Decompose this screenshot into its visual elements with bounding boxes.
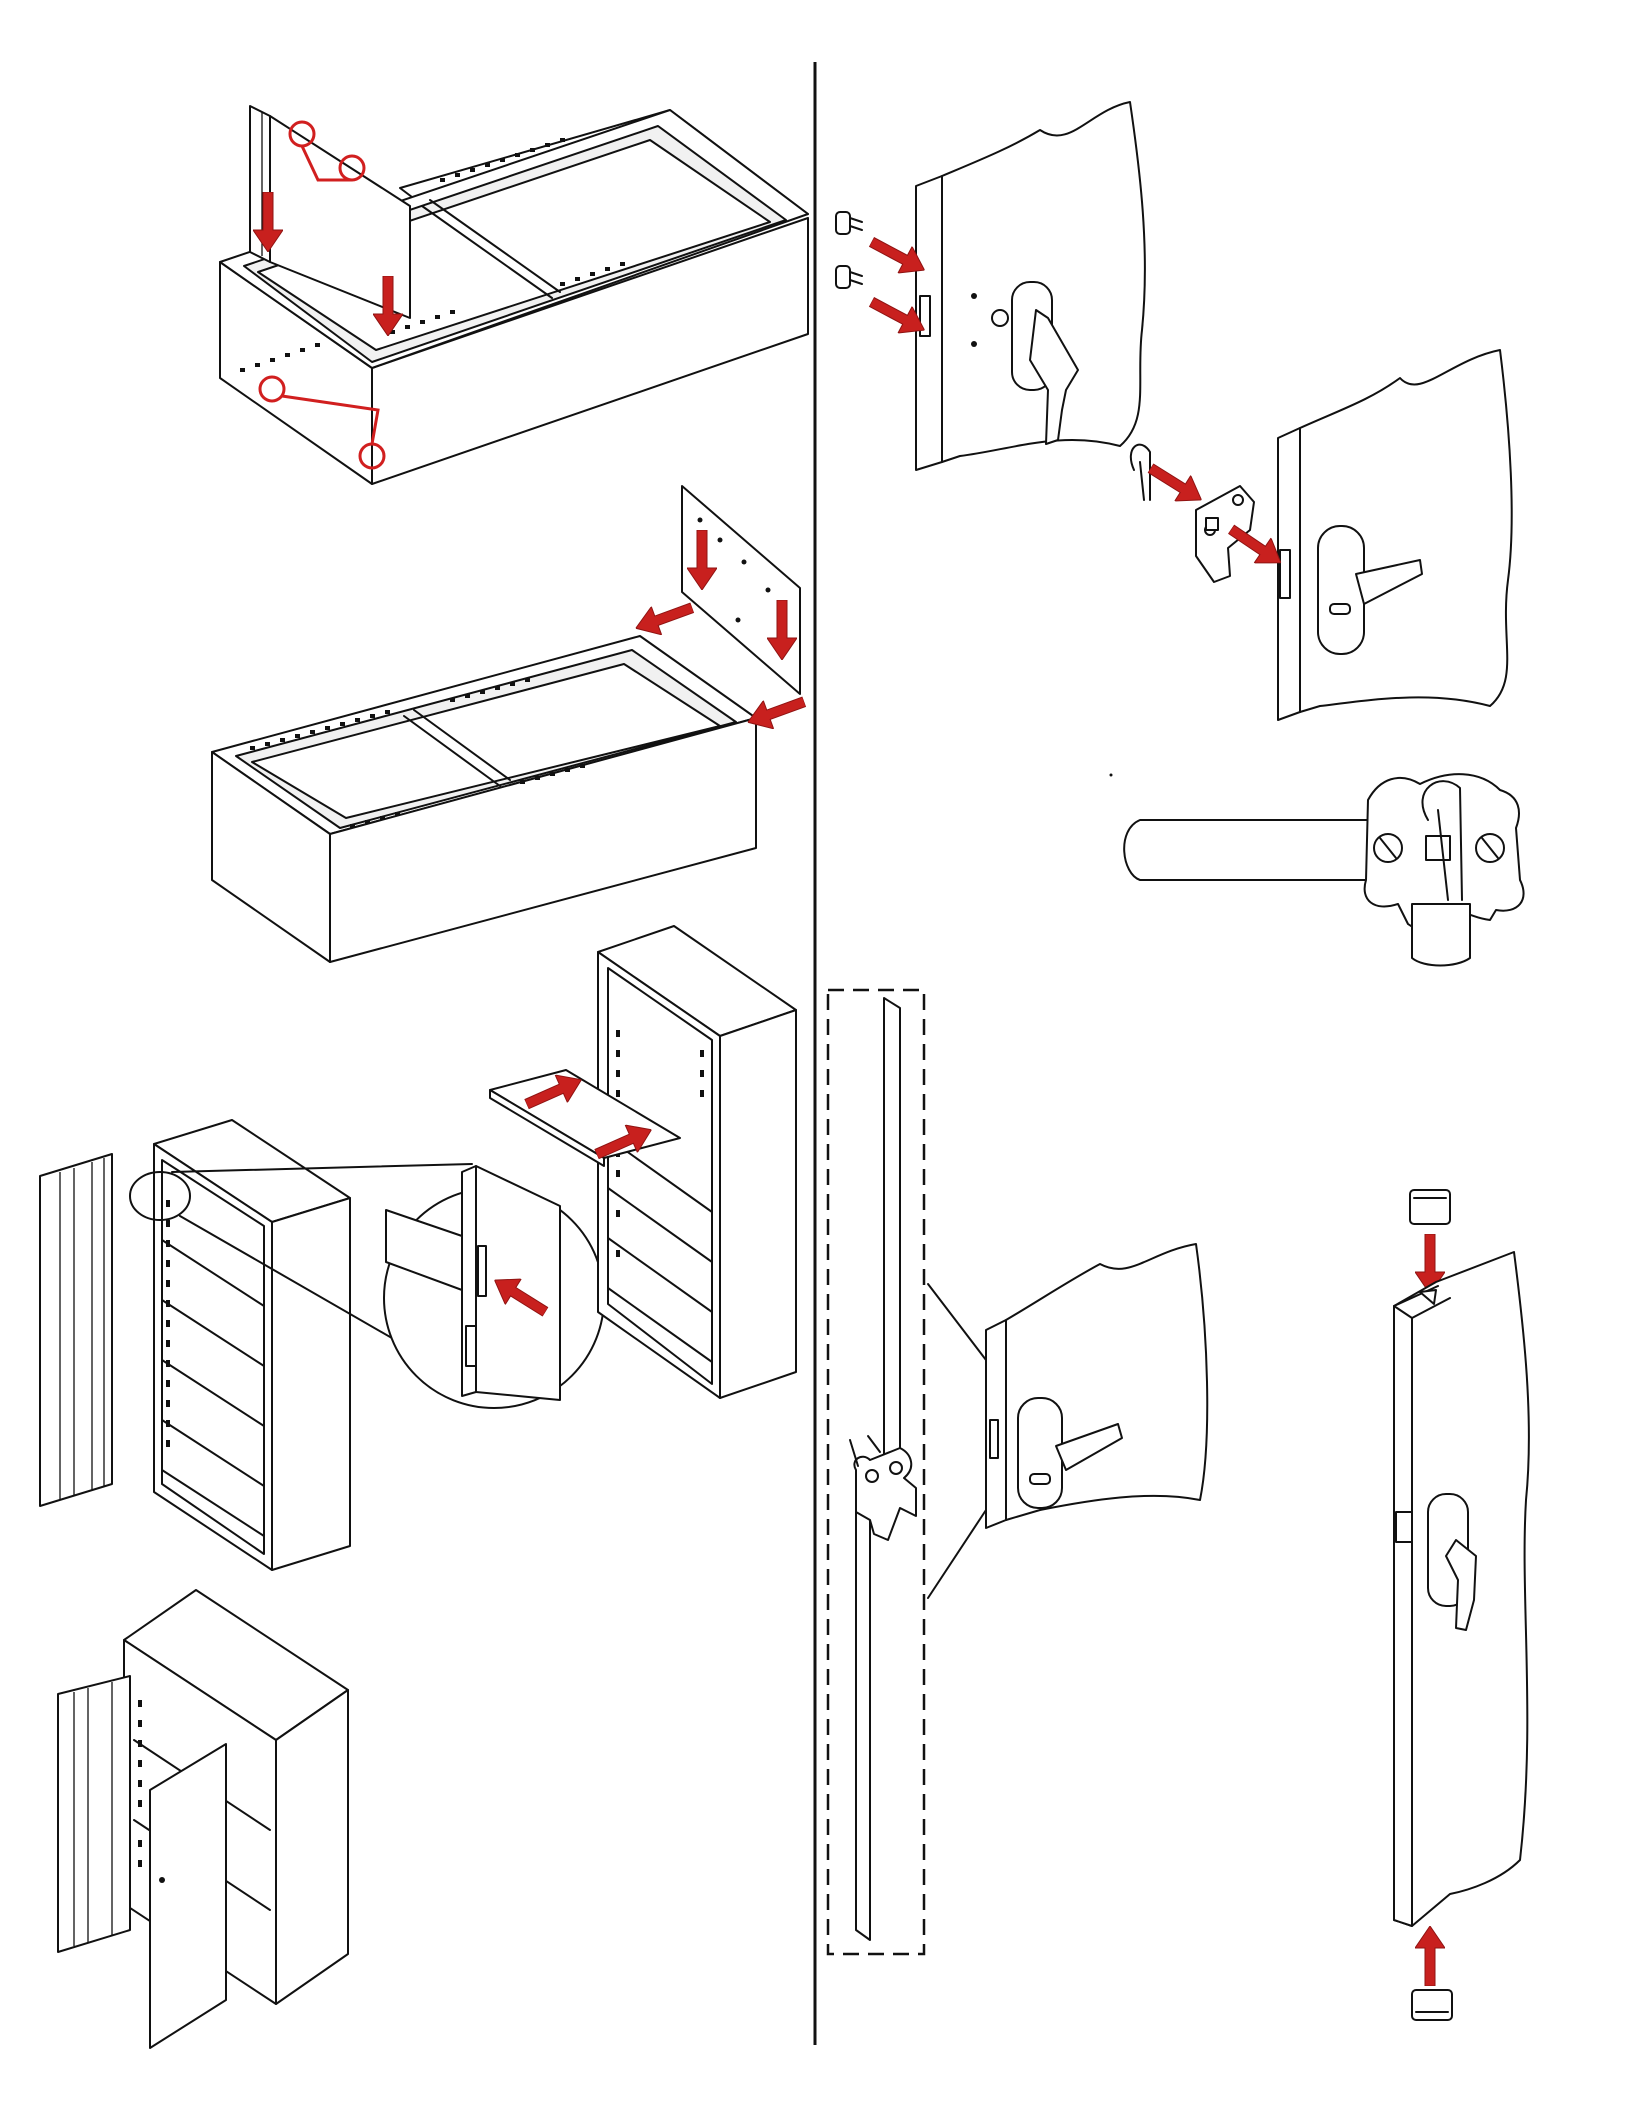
screw-icon <box>836 212 862 288</box>
cam-detail <box>1110 774 1524 966</box>
left-arrow-icon <box>631 594 698 643</box>
assembled-cabinet <box>58 1590 348 2048</box>
frame-back-panel-step <box>220 106 808 484</box>
frame-top-panel-step <box>212 486 809 962</box>
rod-guide-clips-step <box>1394 1190 1529 2020</box>
lock-screws-step <box>836 102 1145 470</box>
door-hinge-step <box>40 1120 604 1570</box>
right-arrow-icon <box>1143 455 1210 512</box>
lock-cam-step <box>1131 350 1512 720</box>
locking-rod-detail <box>828 990 1207 1954</box>
up-arrow-icon <box>1415 1926 1445 1986</box>
